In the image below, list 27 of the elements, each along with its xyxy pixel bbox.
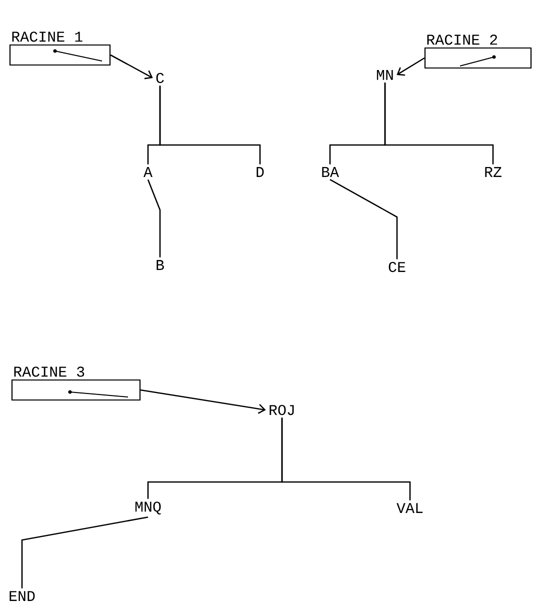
tree-node-label: ROJ bbox=[270, 404, 294, 416]
pointer-box: RACINE 1 bbox=[9, 32, 111, 66]
arrow bbox=[140, 389, 266, 414]
tree-node-label: CE bbox=[388, 262, 406, 272]
tree-line bbox=[147, 179, 161, 258]
tree-node-label: C bbox=[156, 72, 164, 84]
tree-node-label: MNQ bbox=[135, 502, 161, 514]
tree-line bbox=[384, 82, 494, 164]
arrow bbox=[110, 54, 153, 80]
tree-node-label: D bbox=[256, 167, 264, 177]
node-label: RACINE 3 bbox=[14, 366, 84, 377]
tree-line bbox=[159, 86, 261, 164]
tree-node-label: RZ bbox=[485, 167, 502, 177]
pointer-box: RACINE 3 bbox=[11, 366, 141, 401]
tree-node-label: END bbox=[10, 591, 35, 601]
node-label: RACINE 2 bbox=[427, 34, 498, 45]
tree-line bbox=[281, 418, 411, 500]
pointer-box: RACINE 2 bbox=[424, 34, 532, 69]
tree-node-label: BA bbox=[322, 167, 339, 177]
arrow bbox=[396, 57, 425, 76]
tree-node-label: VAL bbox=[396, 503, 423, 513]
tree-line bbox=[21, 516, 148, 588]
tree-line bbox=[330, 179, 398, 260]
tree-node-label: MN bbox=[376, 70, 393, 80]
tree-node-label: A bbox=[144, 167, 152, 177]
tree-node-label: B bbox=[156, 260, 164, 270]
node-label: RACINE 1 bbox=[12, 32, 82, 42]
